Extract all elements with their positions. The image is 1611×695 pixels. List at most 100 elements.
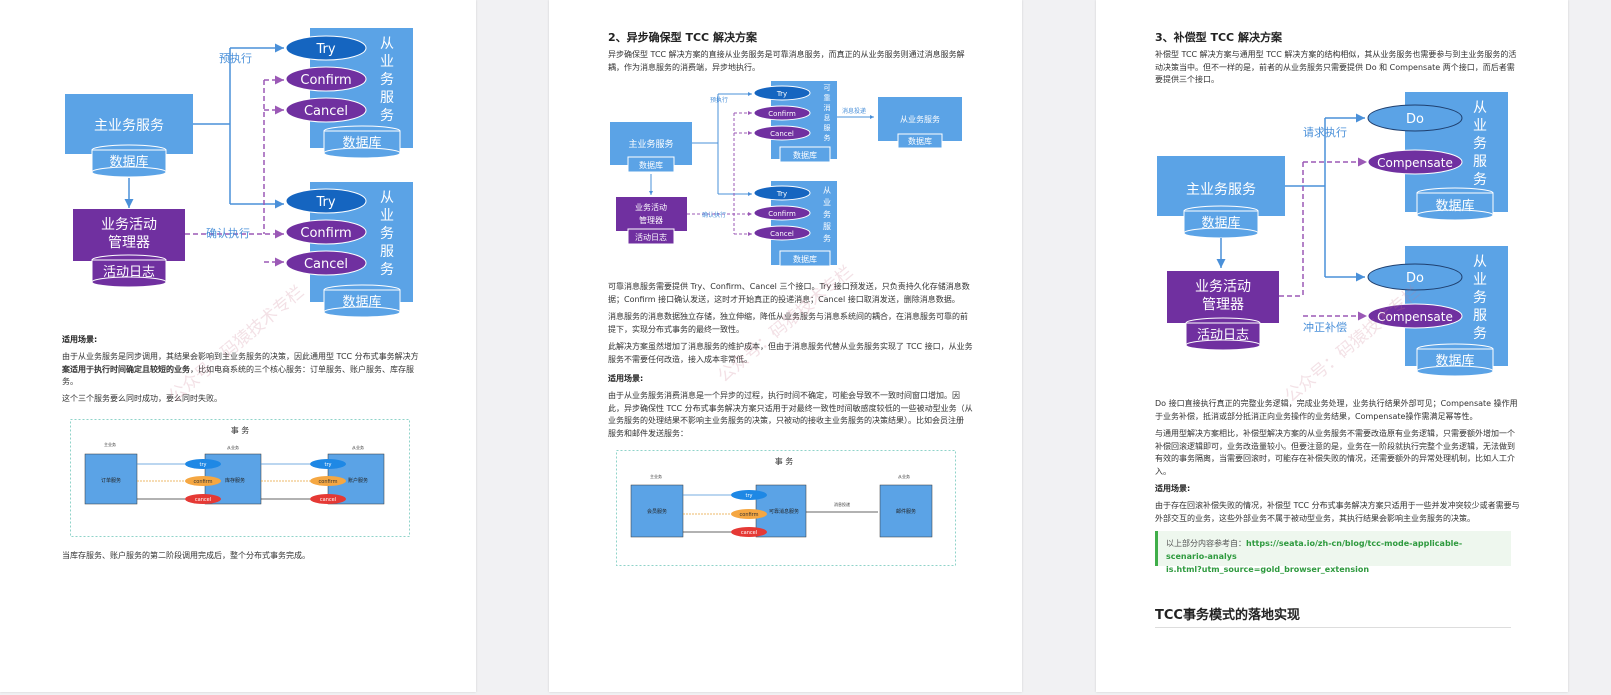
paragraph: 可靠消息服务需要提供 Try、Confirm、Cancel 三个接口。Try 接… [608, 282, 970, 304]
svg-text:数据库: 数据库 [793, 150, 817, 160]
svg-text:预执行: 预执行 [710, 96, 728, 104]
scene-paragraph: 由于存在回滚补偿失败的情况，补偿型 TCC 分布式事务解决方案只适用于一些并发冲… [1155, 501, 1520, 523]
svg-text:管理器: 管理器 [108, 235, 150, 251]
document-page-1: 主业务服务 数据库 业务活动 管理器 活动日志 预执行 确认执行 从 业 务 服… [0, 0, 476, 692]
svg-text:数据库: 数据库 [908, 136, 932, 146]
svg-text:Compensate: Compensate [1377, 156, 1453, 170]
svg-text:从: 从 [380, 36, 394, 52]
svg-text:务: 务 [380, 262, 394, 278]
svg-text:服: 服 [1473, 308, 1487, 324]
svg-text:账户服务: 账户服务 [348, 477, 368, 484]
svg-text:务: 务 [1473, 290, 1487, 306]
reference-link-cont[interactable]: is.html?utm_source=gold_browser_extensio… [1166, 565, 1370, 574]
paragraph: 此解决方案虽然增加了消息服务的维护成本，但由于消息服务代替从业务服务实现了 TC… [608, 342, 973, 364]
svg-text:管理器: 管理器 [1202, 297, 1244, 313]
svg-text:从业务: 从业务 [898, 473, 910, 479]
svg-text:活动日志: 活动日志 [103, 265, 155, 280]
svg-text:业务活动: 业务活动 [635, 202, 667, 212]
reference-note: 以上部分内容参考自：https://seata.io/zh-cn/blog/tc… [1155, 531, 1511, 574]
svg-text:消息投递: 消息投递 [834, 501, 850, 507]
svg-text:务: 务 [380, 226, 394, 242]
svg-text:业: 业 [1473, 118, 1487, 134]
svg-text:业: 业 [823, 197, 831, 207]
svg-text:请求执行: 请求执行 [1303, 125, 1347, 139]
svg-text:主业务服务: 主业务服务 [1186, 182, 1256, 198]
svg-text:预执行: 预执行 [219, 51, 252, 65]
document-page-2: 2、异步确保型 TCC 解决方案 异步确保型 TCC 解决方案的直接从业务服务是… [549, 0, 1022, 692]
svg-text:Do: Do [1406, 112, 1424, 127]
scene-title: 适用场景: [62, 335, 98, 344]
svg-text:Try: Try [315, 42, 335, 57]
svg-text:从业务服务: 从业务服务 [900, 114, 940, 124]
svg-text:数据库: 数据库 [109, 154, 148, 170]
svg-text:Cancel: Cancel [770, 230, 794, 238]
svg-text:主业务: 主业务 [650, 473, 662, 479]
divider [1155, 627, 1511, 628]
svg-text:靠: 靠 [824, 93, 831, 102]
svg-text:冲正补偿: 冲正补偿 [1303, 320, 1347, 334]
section-title: TCC事务模式的落地实现 [1155, 608, 1300, 623]
svg-text:务: 务 [1473, 172, 1487, 188]
document-page-3: 3、补偿型 TCC 解决方案 补偿型 TCC 解决方案与通用型 TCC 解决方案… [1096, 0, 1568, 692]
svg-text:从: 从 [1473, 100, 1487, 116]
svg-text:事 务: 事 务 [231, 425, 250, 435]
svg-text:业: 业 [380, 208, 394, 224]
transaction-diagram-small-2: 事 务 主业务 从业务 会员服务 可靠消息服务 邮件服务 消息投递 try co… [616, 450, 956, 566]
svg-text:服: 服 [1473, 154, 1487, 170]
svg-text:订单服务: 订单服务 [101, 477, 121, 484]
svg-text:可: 可 [824, 84, 831, 92]
svg-text:可靠消息服务: 可靠消息服务 [769, 508, 799, 515]
paragraph: 这个三个服务要么同时成功，要么同时失败。 [62, 394, 222, 403]
svg-text:确认执行: 确认执行 [206, 226, 250, 240]
svg-text:业: 业 [380, 54, 394, 70]
svg-text:数据库: 数据库 [793, 254, 817, 264]
svg-text:服: 服 [823, 222, 831, 231]
svg-text:Try: Try [776, 90, 787, 98]
svg-text:confirm: confirm [319, 479, 338, 485]
paragraph: Do 接口直接执行真正的完整业务逻辑，完成业务处理，业务执行结果外部可见；Com… [1155, 399, 1518, 421]
svg-text:业务活动: 业务活动 [101, 217, 157, 233]
svg-text:数据库: 数据库 [1201, 215, 1240, 231]
svg-text:服: 服 [380, 90, 394, 106]
svg-text:主业务服务: 主业务服务 [628, 138, 673, 150]
svg-text:confirm: confirm [194, 479, 213, 485]
svg-text:务: 务 [824, 133, 831, 142]
svg-text:从业务: 从业务 [227, 444, 239, 450]
paragraph: 当库存服务、账户服务的第二阶段调用完成后，整个分布式事务完成。 [62, 551, 310, 560]
svg-text:从: 从 [1473, 254, 1487, 270]
svg-text:try: try [746, 493, 753, 499]
transaction-diagram-small: 事 务 主业务 从业务 从业务 订单服务 库存服务 账户服务 try confi… [70, 419, 410, 537]
svg-text:业: 业 [1473, 272, 1487, 288]
svg-text:Cancel: Cancel [304, 257, 348, 272]
svg-text:事 务: 事 务 [775, 456, 794, 466]
svg-text:息: 息 [824, 113, 831, 122]
reference-link[interactable]: https://seata.io/zh-cn/blog/tcc-mode-app… [1166, 539, 1463, 561]
paragraph: 消息服务的消息数据独立存储，独立伸缩，降低从业务服务与消息系统间的耦合，在消息服… [608, 312, 968, 334]
svg-text:库存服务: 库存服务 [225, 477, 245, 484]
svg-text:邮件服务: 邮件服务 [896, 508, 916, 515]
main-service-label: 主业务服务 [94, 118, 164, 134]
svg-text:try: try [325, 462, 332, 468]
section-heading: 3、补偿型 TCC 解决方案 [1155, 31, 1282, 44]
svg-text:Cancel: Cancel [770, 130, 794, 138]
svg-text:主业务: 主业务 [104, 441, 116, 447]
svg-text:务: 务 [1473, 136, 1487, 152]
svg-text:会员服务: 会员服务 [647, 508, 667, 515]
svg-text:Do: Do [1406, 271, 1424, 286]
svg-text:Confirm: Confirm [768, 110, 796, 118]
svg-text:cancel: cancel [320, 497, 336, 503]
svg-text:务: 务 [823, 233, 831, 243]
svg-text:从: 从 [380, 190, 394, 206]
scene-title: 适用场景: [1155, 484, 1191, 493]
svg-text:从: 从 [823, 186, 831, 195]
paragraph: 与通用型解决方案相比，补偿型解决方案的从业务服务不需要改造原有业务逻辑，只需要额… [1155, 429, 1515, 476]
scene-title: 适用场景: [608, 374, 644, 383]
svg-text:务: 务 [1473, 326, 1487, 342]
svg-text:Try: Try [776, 190, 787, 198]
svg-text:Try: Try [315, 195, 335, 210]
svg-text:活动日志: 活动日志 [635, 232, 667, 242]
svg-text:确认执行: 确认执行 [702, 211, 726, 219]
svg-text:confirm: confirm [740, 512, 759, 518]
svg-text:数据库: 数据库 [1435, 353, 1474, 369]
async-tcc-diagram: 主业务服务 数据库 业务活动 管理器 活动日志 预执行 确认执行 可 靠 消 息… [610, 81, 962, 267]
